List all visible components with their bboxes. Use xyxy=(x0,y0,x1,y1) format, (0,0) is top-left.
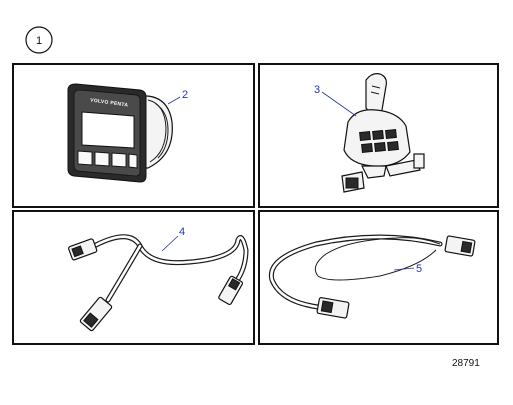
reference-number: 28791 xyxy=(452,358,480,369)
leader-line-5 xyxy=(393,267,415,271)
joystick-control xyxy=(341,73,425,193)
figure-number-badge: 1 xyxy=(25,26,53,54)
leader-line-3 xyxy=(321,91,357,117)
extension-cable xyxy=(268,234,476,319)
panel-y-harness xyxy=(12,210,255,345)
y-harness-cable xyxy=(68,234,249,332)
display-unit: VOLVO PENTA xyxy=(67,83,173,183)
leader-line-2 xyxy=(167,96,181,105)
display-brand-label: VOLVO PENTA xyxy=(90,97,129,108)
panel-extension-cable xyxy=(258,210,499,345)
figure-number: 1 xyxy=(36,35,42,47)
leader-line-4 xyxy=(161,235,179,252)
callout-3: 3 xyxy=(314,84,320,96)
callout-2: 2 xyxy=(182,89,188,101)
callout-5: 5 xyxy=(416,263,422,275)
callout-4: 4 xyxy=(179,226,185,238)
